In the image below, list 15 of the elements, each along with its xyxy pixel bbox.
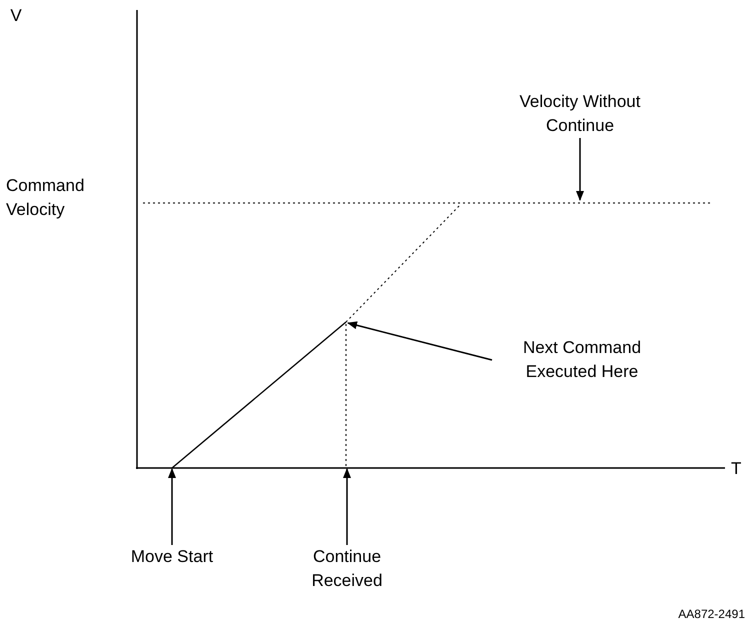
axis-label: V [9,5,23,27]
leader-arrow [168,468,176,545]
leader-arrow [343,468,351,545]
command-velocity-line [142,202,710,204]
annotation-text: Move Start [130,546,214,568]
axis-label: T [731,458,742,480]
velocity-profile-drawing [172,204,460,468]
leader-arrow [576,138,584,201]
time-axis [136,467,725,469]
annotation-text: Next Command Executed Here [522,337,642,383]
axis-label: Command Velocity [6,175,86,221]
annotation-text: Continue Received [310,546,384,592]
leader-arrow [347,321,492,361]
annotation-text: Velocity Without Continue [518,91,642,137]
figure-code: AA872-2491 [677,606,745,622]
